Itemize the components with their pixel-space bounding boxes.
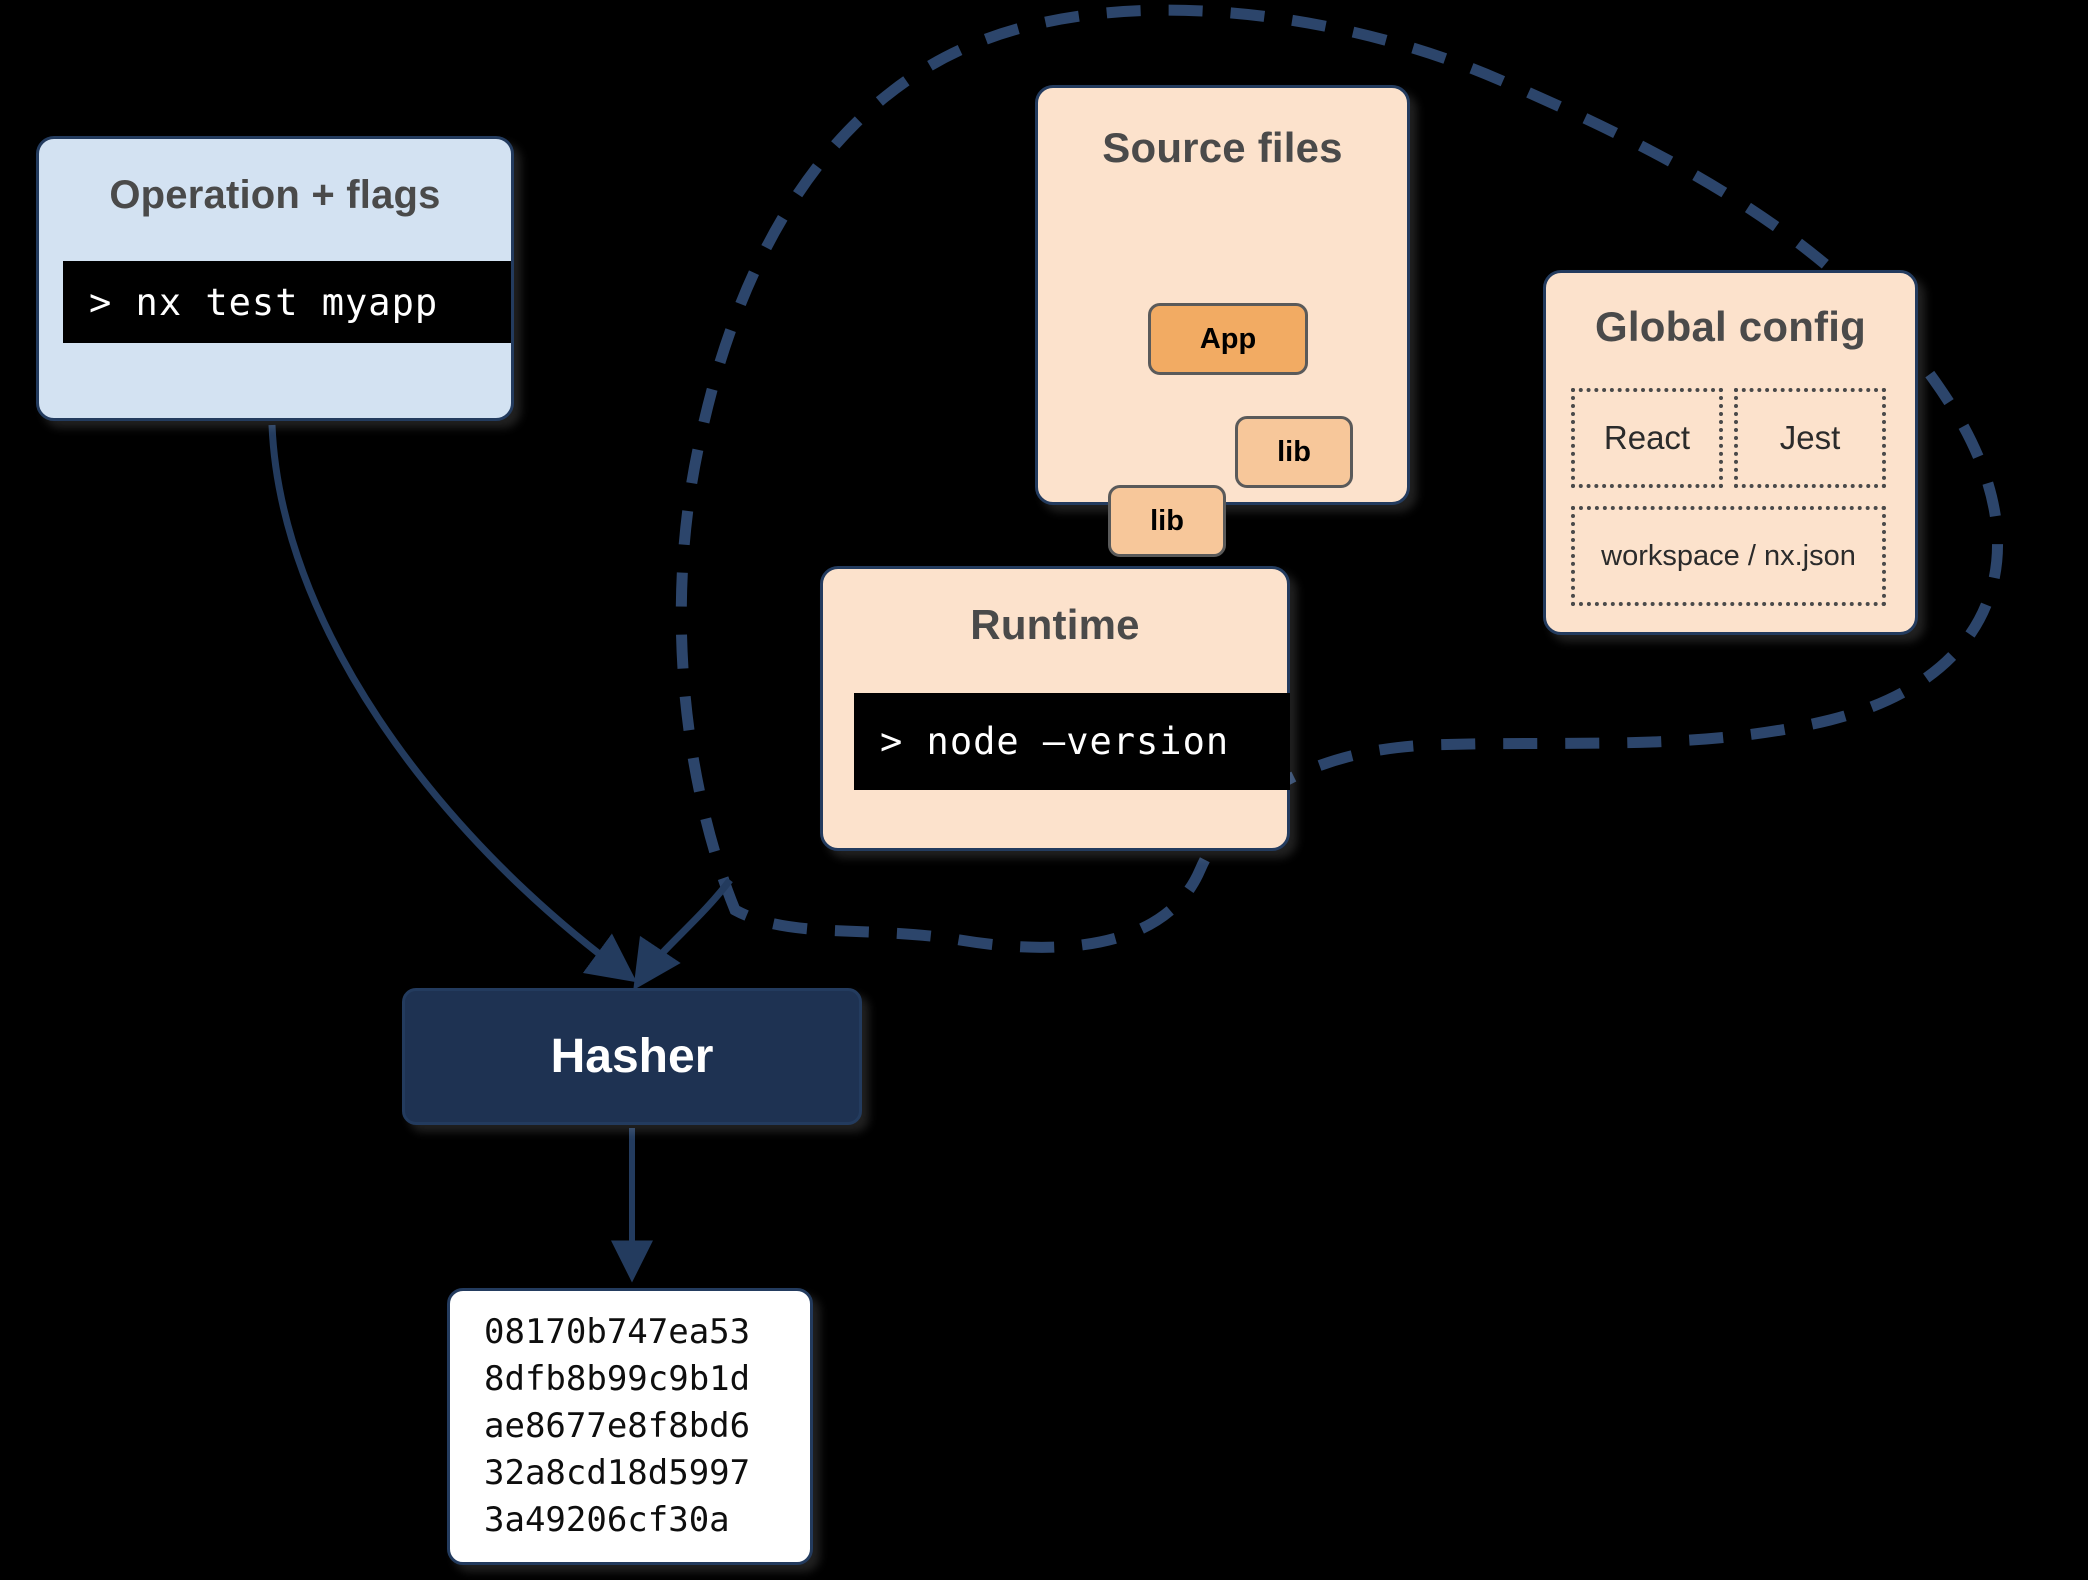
- project-node-lib-right: lib: [1235, 416, 1353, 488]
- hasher-node: Hasher: [402, 988, 862, 1125]
- hash-line: 32a8cd18d5997: [484, 1453, 751, 1493]
- hash-line: ae8677e8f8bd6: [484, 1406, 751, 1446]
- arrow-operation-to-hasher: [268, 424, 637, 983]
- hash-line: 8dfb8b99c9b1d: [484, 1359, 751, 1399]
- operation-flags-card: Operation + flags > nx test myapp: [36, 136, 514, 421]
- project-node-app: App: [1148, 303, 1308, 375]
- runtime-card: Runtime > node –version: [820, 566, 1290, 851]
- operation-terminal: > nx test myapp: [63, 261, 511, 343]
- source-files-title: Source files: [1102, 124, 1343, 171]
- runtime-terminal: > node –version: [854, 693, 1290, 790]
- hash-line: 3a49206cf30a: [484, 1500, 730, 1540]
- global-config-card: Global config React Jest workspace / nx.…: [1543, 270, 1918, 635]
- source-files-card: Source files App lib lib: [1035, 85, 1410, 557]
- arrow-inputs-to-hasher: [633, 877, 733, 991]
- config-cell-react: React: [1571, 388, 1723, 488]
- config-cell-jest: Jest: [1734, 388, 1886, 488]
- global-config-title: Global config: [1595, 303, 1866, 350]
- project-node-lib-left: lib: [1108, 485, 1226, 557]
- operation-flags-title: Operation + flags: [109, 173, 441, 217]
- runtime-title: Runtime: [970, 601, 1140, 648]
- config-cell-workspace: workspace / nx.json: [1571, 506, 1886, 606]
- hash-output-card: 08170b747ea53 8dfb8b99c9b1d ae8677e8f8bd…: [447, 1288, 813, 1565]
- hash-line: 08170b747ea53: [484, 1312, 751, 1352]
